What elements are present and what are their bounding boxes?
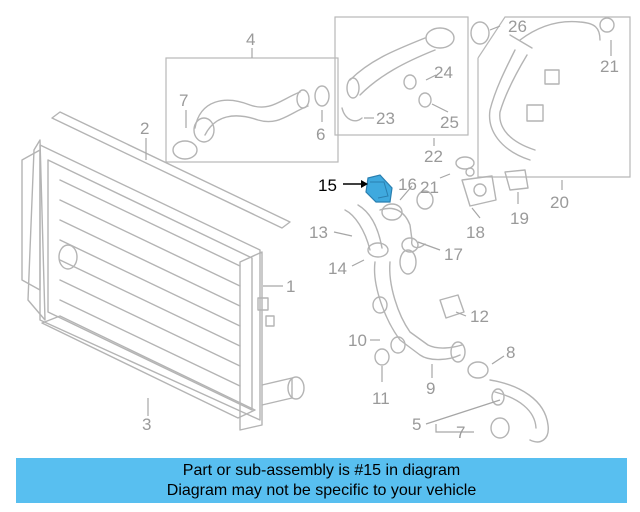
callout-7-bottom: 7 — [456, 423, 465, 442]
callout-23: 23 — [376, 109, 395, 128]
callout-6: 6 — [316, 125, 325, 144]
intercooler-part — [21, 111, 305, 431]
callout-21-right: 21 — [600, 57, 619, 76]
callout-26: 26 — [508, 17, 527, 36]
callout-22: 22 — [424, 147, 443, 166]
part-15-highlight — [365, 174, 393, 203]
callout-1: 1 — [286, 277, 295, 296]
clamp-26-part — [470, 21, 490, 45]
bracket-19-part — [504, 169, 529, 191]
callout-24: 24 — [434, 63, 453, 82]
callout-16: 16 — [398, 175, 417, 194]
callout-4: 4 — [246, 30, 255, 49]
hose-4-part — [172, 85, 330, 160]
callout-19: 19 — [510, 209, 529, 228]
callout-15: 15 — [318, 176, 337, 195]
callout-14: 14 — [328, 259, 347, 278]
sensor-12-part — [439, 294, 465, 319]
callout-2: 2 — [140, 119, 149, 138]
callout-11: 11 — [372, 389, 390, 408]
hose-5-part — [467, 361, 549, 443]
pipe-9-part — [373, 237, 466, 363]
flange-18-part — [461, 167, 497, 207]
banner-line-2: Diagram may not be specific to your vehi… — [166, 481, 477, 499]
group-box-4 — [165, 57, 339, 163]
banner-line-1: Part or sub-assembly is #15 in diagram — [182, 461, 461, 479]
callout-3: 3 — [142, 415, 151, 434]
callout-8: 8 — [506, 343, 515, 362]
callout-20: 20 — [550, 193, 569, 212]
callout-13: 13 — [309, 223, 328, 242]
callout-17: 17 — [444, 245, 463, 264]
info-banner: Part or sub-assembly is #15 in diagram D… — [16, 458, 627, 503]
hose-13-part — [344, 204, 389, 258]
callout-18: 18 — [466, 223, 485, 242]
callout-12: 12 — [470, 307, 489, 326]
pipe-20-part — [488, 17, 615, 161]
callout-9: 9 — [426, 379, 435, 398]
leader-lines — [145, 25, 612, 433]
callout-7-top: 7 — [179, 91, 188, 110]
callout-25: 25 — [440, 113, 459, 132]
callout-5: 5 — [412, 415, 421, 434]
callout-10: 10 — [348, 331, 367, 350]
hose-16-part — [379, 156, 475, 249]
callout-21-left: 21 — [420, 178, 439, 197]
group-box-22 — [334, 16, 469, 136]
leader-15-arrow — [361, 180, 368, 188]
group-box-20 — [477, 16, 631, 178]
grommet-10-part — [372, 296, 406, 366]
hose-22-part — [341, 27, 455, 122]
